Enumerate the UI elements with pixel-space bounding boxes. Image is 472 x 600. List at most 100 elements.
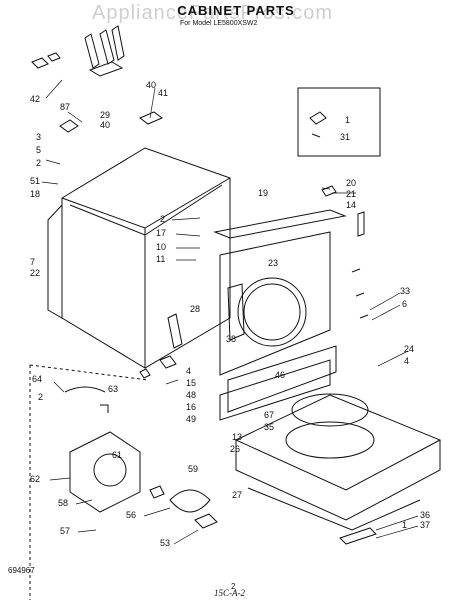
- callout: 20: [346, 178, 356, 188]
- callout: 38: [226, 334, 236, 344]
- motor-fan: [93, 453, 127, 487]
- diagram-title: CABINET PARTS: [177, 3, 295, 18]
- callout: 41: [158, 88, 168, 98]
- door-switch-bracket: [167, 313, 183, 349]
- callout: 2: [160, 214, 165, 224]
- callout: 23: [268, 258, 278, 268]
- leader-lines: [41, 79, 419, 545]
- callout: 18: [30, 189, 40, 199]
- callout: 16: [186, 402, 196, 412]
- leveling-foot: [339, 527, 377, 545]
- inset-part-screw: [311, 133, 321, 138]
- lower-panel: [219, 359, 331, 421]
- callout: 49: [186, 414, 196, 424]
- callout: 40: [146, 80, 156, 90]
- callout: 15: [186, 378, 196, 388]
- callout: 24: [404, 344, 414, 354]
- watermark: AppliancePartsPros.com: [92, 2, 333, 24]
- base-skirt: [247, 487, 421, 531]
- callout: 11: [156, 254, 165, 264]
- toe-panel: [227, 345, 337, 413]
- door-strike: [139, 368, 151, 379]
- callout: 22: [30, 268, 40, 278]
- callout: 2: [38, 392, 43, 402]
- callout: 51: [30, 176, 40, 186]
- harness-wire: [64, 386, 106, 393]
- callout: 36: [420, 510, 430, 520]
- callout: 17: [156, 228, 166, 238]
- handwritten-reference: 15C-A-2: [214, 588, 245, 598]
- callout: 2: [36, 158, 41, 168]
- dashed-boundary-top: [29, 364, 149, 381]
- top-rail: [213, 209, 347, 239]
- switch-bracket: [139, 111, 163, 125]
- cabinet-side-panel: [47, 203, 63, 319]
- callout: 1: [345, 115, 350, 125]
- callout: 3: [36, 132, 41, 142]
- callout: 56: [126, 510, 136, 520]
- callout: 53: [160, 538, 170, 548]
- drive-belt: [169, 489, 211, 513]
- callout: 27: [232, 490, 242, 500]
- harness-clip: [59, 119, 79, 133]
- catalog-code: 694967: [8, 566, 35, 575]
- callout: 87: [60, 102, 70, 112]
- callout: 28: [190, 304, 200, 314]
- callout: 5: [36, 145, 41, 155]
- page-number: 2: [231, 582, 236, 591]
- harness-clip-small: [100, 404, 109, 413]
- callout: 35: [264, 422, 274, 432]
- callout: 26: [230, 444, 240, 454]
- cabinet-top-clip: [357, 211, 365, 237]
- callout: 7: [30, 257, 35, 267]
- callout: 37: [420, 520, 430, 530]
- callout: 13: [232, 432, 242, 442]
- door-catch: [321, 185, 337, 197]
- lint-screen-housing: [159, 355, 177, 369]
- callout-labels: 42 87 3 5 2 51 18 40 41 29 40 1 31 19 20…: [30, 80, 430, 548]
- callout: 64: [32, 374, 42, 384]
- top-bracket-base: [88, 61, 124, 77]
- screw-set-right: [351, 268, 369, 319]
- top-bracket-assembly: [84, 25, 125, 69]
- hinge-clips: [31, 52, 61, 69]
- callout: 61: [112, 450, 122, 460]
- cabinet-top-edges: [61, 177, 231, 229]
- callout: 14: [346, 200, 356, 210]
- callout: 63: [108, 384, 118, 394]
- callout: 4: [404, 356, 409, 366]
- motor-body: [69, 431, 141, 513]
- callout: 48: [186, 390, 196, 400]
- door-opening: [237, 277, 307, 347]
- motor-shaft: [149, 485, 165, 499]
- front-panel: [219, 231, 331, 376]
- callout: 29: [100, 110, 110, 120]
- callout: 4: [186, 366, 191, 376]
- inset-part-clip: [309, 111, 327, 125]
- drum-belt-upper: [291, 393, 369, 427]
- callout: 62: [30, 474, 40, 484]
- callout: 58: [58, 498, 68, 508]
- inset-box: [297, 87, 381, 157]
- callout: 31: [340, 132, 350, 142]
- base-sides: [235, 440, 441, 521]
- model-subtitle: For Model LE5800XSW2: [180, 20, 258, 27]
- callout: 46: [275, 370, 285, 380]
- callout: 40: [100, 120, 110, 130]
- callout: 67: [264, 410, 274, 420]
- callout: 42: [30, 94, 40, 104]
- callout: 59: [188, 464, 198, 474]
- callout: 19: [258, 188, 268, 198]
- door-opening-inner: [243, 283, 301, 341]
- callout: 21: [346, 189, 356, 199]
- callout: 6: [402, 299, 407, 309]
- callout: 1: [402, 520, 407, 530]
- cabinet-outline: [61, 147, 231, 369]
- cabinet-inner-edge: [69, 184, 223, 236]
- drum-belt-lower: [285, 421, 375, 459]
- door-seal: [227, 283, 245, 341]
- callout: 10: [156, 242, 166, 252]
- idler-pulley: [194, 513, 218, 529]
